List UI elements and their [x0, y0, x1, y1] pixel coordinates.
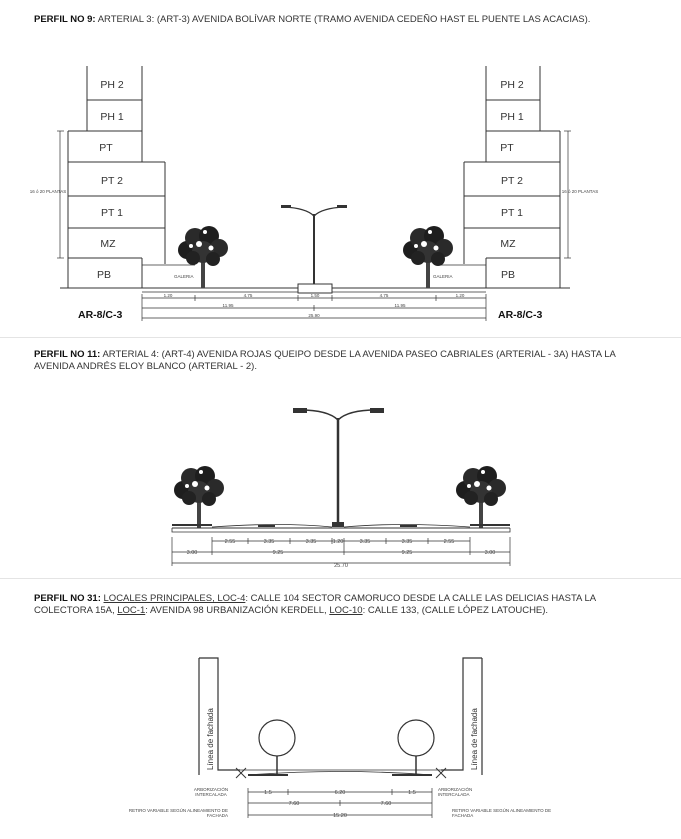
street-lamp-icon	[293, 408, 384, 527]
floor-label-pt1: PT 1	[101, 207, 123, 219]
dim-label: 6.20	[335, 790, 346, 796]
dim-label: 3.35	[402, 539, 413, 545]
setback-label-right: RETIRO VARIABLE SEGÚN ALINEAMIENTO DE FA…	[452, 808, 552, 818]
zoning-label-left: AR-8/C-3	[78, 309, 122, 321]
profile-31-title-seg1: LOCALES PRINCIPALES, LOC-4	[103, 593, 246, 604]
profile-9-drawing: PH 2 PH 1 PT PT 2 PT 1 MZ PB PH 2 PH 1 P…	[30, 66, 598, 321]
dim-label: 4.75	[380, 293, 389, 298]
dim-label: 11.95	[223, 303, 234, 308]
floor-label-pb: PB	[97, 269, 111, 281]
profile-31-title-seg2: : CALLE 104 SECTOR CAMORUCO DESDE LA CAL…	[34, 593, 596, 616]
floor-label-ph1: PH 1	[100, 111, 124, 123]
setback-label-left: RETIRO VARIABLE SEGÚN ALINEAMIENTO DE FA…	[128, 808, 228, 818]
dim-label: 3.35	[360, 539, 371, 545]
section-divider	[0, 337, 681, 338]
floor-label-ph1: PH 1	[500, 111, 524, 123]
dim-total: 25.90	[308, 313, 320, 318]
dim-label: 9.25	[402, 550, 413, 556]
tree-icon	[173, 465, 225, 529]
profile-31-title-seg3: LOC-1	[117, 604, 146, 616]
dim-label: 2.55	[444, 539, 455, 545]
dim-label: 1.50	[311, 293, 320, 298]
facade-line-label: Línea de fachada	[470, 708, 479, 770]
dim-label: 7.60	[381, 801, 392, 807]
dim-label: 3.00	[485, 550, 496, 556]
floor-label-pt2: PT 2	[101, 175, 123, 187]
dim-label: 3.35	[264, 539, 275, 545]
dimension-lines	[141, 294, 487, 321]
floor-label-pb: PB	[501, 269, 515, 281]
dim-total: 25.70	[334, 563, 348, 569]
dim-label: 1.20	[164, 293, 173, 298]
dimension-lines	[247, 788, 433, 818]
dim-label: 1.20	[456, 293, 465, 298]
street-lamp-icon	[281, 205, 347, 284]
dim-label: 11.95	[395, 303, 406, 308]
profile-31-title-label: PERFIL No 31:	[34, 593, 101, 604]
arborization-label-left: ARBORIZACIÓN INTERCALADA	[193, 787, 229, 797]
street-section	[60, 283, 570, 294]
floor-label-ph2: PH 2	[100, 79, 124, 91]
dim-label: 1.5	[264, 790, 272, 796]
profile-11-drawing: 2.55 3.35 3.35 1.20 3.35 3.35 2.55 3.00 …	[171, 408, 511, 569]
dim-label: 9.25	[273, 550, 284, 556]
dim-total: 15.20	[333, 813, 347, 819]
floor-label-mz: MZ	[500, 238, 516, 250]
dim-label: 1.5	[408, 790, 416, 796]
profile-31-drawing: Línea de fachada Línea de fachada 1.5 6.…	[128, 657, 552, 819]
street-section	[171, 524, 511, 533]
zoning-label-right: AR-8/C-3	[498, 309, 542, 321]
dim-label: 3.35	[306, 539, 317, 545]
galeria-label: GALERIA	[174, 274, 194, 279]
profile-9-title-label: PERFIL No 9:	[34, 14, 96, 25]
facade-walls	[198, 657, 483, 779]
dimension-lines	[171, 537, 511, 566]
profile-11-title-label: PERFIL No 11:	[34, 349, 101, 360]
arborization-label-right: ARBORIZACIÓN INTERCALADA	[438, 787, 473, 797]
floor-label-pt: PT	[500, 142, 514, 154]
dim-label: 2.55	[225, 539, 236, 545]
height-note: 16 ó 20 PLANTAS	[30, 189, 66, 194]
section-divider	[0, 578, 681, 579]
dim-label: 4.75	[244, 293, 253, 298]
dim-label: 1.20	[333, 539, 344, 545]
left-building	[57, 66, 195, 288]
profile-31-title-seg4: : AVENIDA 98 URBANIZACIÓN KERDELL,	[145, 604, 327, 616]
floor-label-pt2: PT 2	[501, 175, 523, 187]
profile-11-title-text: ARTERIAL 4: (ART-4) AVENIDA ROJAS QUEIPO…	[34, 349, 616, 372]
facade-line-label: Línea de fachada	[206, 708, 215, 770]
floor-label-ph2: PH 2	[500, 79, 524, 91]
right-building	[436, 66, 571, 288]
dim-label: 3.00	[187, 550, 198, 556]
floor-label-mz: MZ	[100, 238, 116, 250]
galeria-label: GALERIA	[433, 274, 453, 279]
floor-label-pt1: PT 1	[501, 207, 523, 219]
tree-icon	[397, 719, 435, 774]
tree-icon	[455, 465, 507, 529]
tree-icon	[258, 719, 296, 774]
profile-31-title: PERFIL No 31: LOCALES PRINCIPALES, LOC-4…	[34, 593, 654, 616]
height-note: 16 ó 20 PLANTAS	[562, 189, 598, 194]
dim-label: 7.60	[289, 801, 300, 807]
profile-31-title-seg5: LOC-10	[329, 604, 363, 616]
profile-9-title-text: ARTERIAL 3: (ART-3) AVENIDA BOLÍVAR NORT…	[97, 14, 591, 25]
floor-label-pt: PT	[99, 142, 113, 154]
profile-31-title-seg6: : CALLE 133, (CALLE LÓPEZ LATOUCHE).	[362, 604, 549, 616]
profile-11-title: PERFIL No 11: ARTERIAL 4: (ART-4) AVENID…	[34, 349, 654, 372]
profile-9-title: PERFIL No 9: ARTERIAL 3: (ART-3) AVENIDA…	[34, 14, 654, 26]
